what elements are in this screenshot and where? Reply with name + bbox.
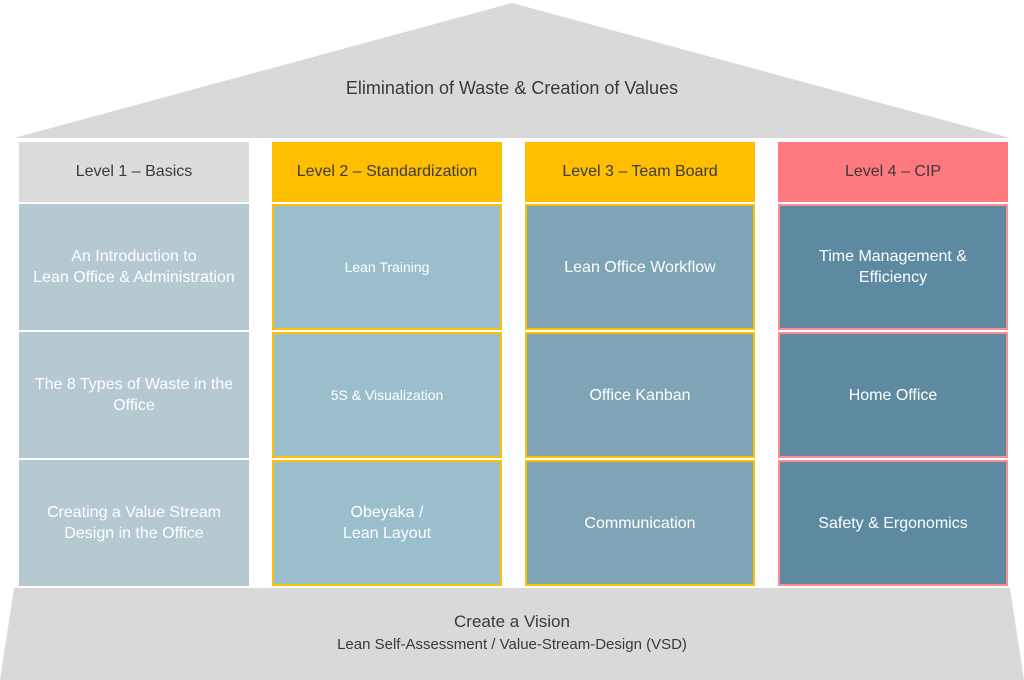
level-4-topic: Time Management & Efficiency xyxy=(778,204,1008,330)
level-1-topic: Creating a Value Stream Design in the Of… xyxy=(19,460,249,586)
level-3-header: Level 3 – Team Board xyxy=(525,142,755,202)
level-4-header: Level 4 – CIP xyxy=(778,142,1008,202)
level-1-topic: The 8 Types of Waste in the Office xyxy=(19,332,249,458)
level-4-topic: Home Office xyxy=(778,332,1008,458)
house-roof xyxy=(14,3,1010,138)
level-4-topic: Safety & Ergonomics xyxy=(778,460,1008,586)
house-foundation xyxy=(0,588,1024,680)
level-2-topic: Obeyaka / Lean Layout xyxy=(272,460,502,586)
pillar-level-1: Level 1 – Basics An Introduction to Lean… xyxy=(19,142,249,586)
level-3-topic: Lean Office Workflow xyxy=(525,204,755,330)
foundation-subtitle: Lean Self-Assessment / Value-Stream-Desi… xyxy=(337,636,687,653)
level-3-topic: Communication xyxy=(525,460,755,586)
foundation-title: Create a Vision xyxy=(454,612,570,631)
level-2-topic: Lean Training xyxy=(272,204,502,330)
level-1-header: Level 1 – Basics xyxy=(19,142,249,202)
level-3-topic: Office Kanban xyxy=(525,332,755,458)
level-2-header: Level 2 – Standardization xyxy=(272,142,502,202)
pillar-level-2: Level 2 – Standardization Lean Training … xyxy=(272,142,502,586)
pillar-level-4: Level 4 – CIP Time Management & Efficien… xyxy=(778,142,1008,586)
level-1-topic: An Introduction to Lean Office & Adminis… xyxy=(19,204,249,330)
roof-title: Elimination of Waste & Creation of Value… xyxy=(345,78,679,98)
pillar-level-3: Level 3 – Team Board Lean Office Workflo… xyxy=(525,142,755,586)
level-2-topic: 5S & Visualization xyxy=(272,332,502,458)
